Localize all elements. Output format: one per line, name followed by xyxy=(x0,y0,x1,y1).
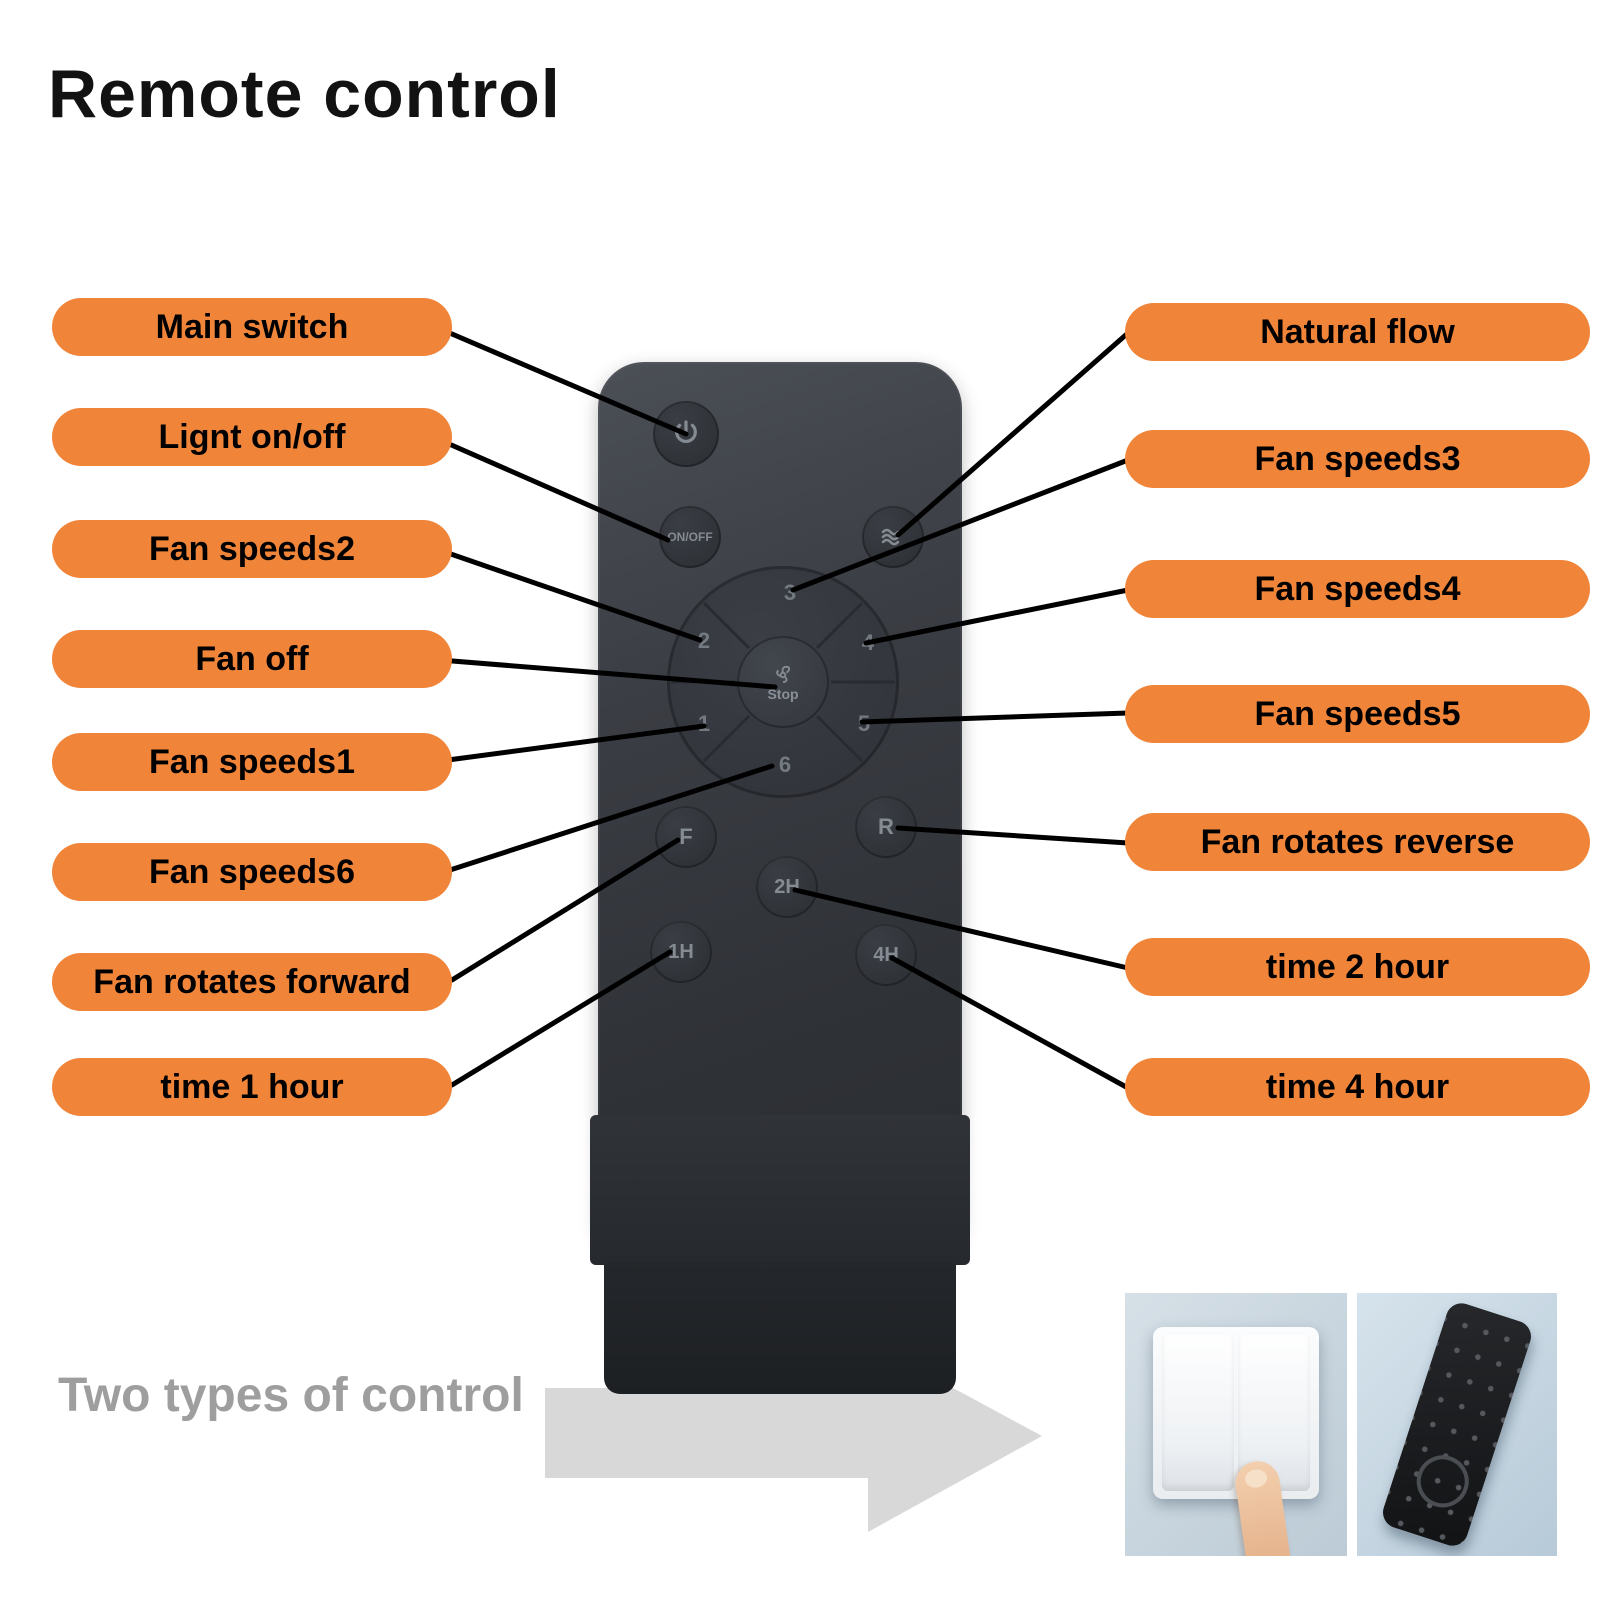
callout-fan-speeds4: Fan speeds4 xyxy=(1125,560,1590,618)
fan-forward-label: F xyxy=(679,824,693,849)
fan-forward-button: F xyxy=(655,806,717,868)
callout-fan-speeds1: Fan speeds1 xyxy=(52,733,452,791)
power-icon xyxy=(675,420,697,444)
dpad-speed2: 2 xyxy=(697,628,711,653)
light-onoff-button: ON/OFF xyxy=(659,506,721,568)
remote-holder-bottom xyxy=(604,1262,956,1394)
timer-4h-label: 4H xyxy=(873,943,899,966)
mini-remote-body xyxy=(1378,1299,1536,1550)
callout-natural-flow: Natural flow xyxy=(1125,303,1590,361)
timer-4h-button: 4H xyxy=(855,924,917,986)
mini-remote-dpad xyxy=(1409,1448,1476,1515)
dpad-speed5: 5 xyxy=(857,711,871,736)
dpad-speed3: 3 xyxy=(783,580,797,605)
page-title: Remote control xyxy=(48,56,561,132)
callout-fan-speeds5: Fan speeds5 xyxy=(1125,685,1590,743)
timer-2h-button: 2H xyxy=(756,856,818,918)
callout-fan-rotates-reverse: Fan rotates reverse xyxy=(1125,813,1590,871)
light-onoff-label: ON/OFF xyxy=(667,530,713,544)
callout-light-onoff: Lignt on/off xyxy=(52,408,452,466)
callout-fan-speeds6: Fan speeds6 xyxy=(52,843,452,901)
fan-icon xyxy=(776,665,791,683)
timer-1h-button: 1H xyxy=(650,921,712,983)
handheld-remote-image xyxy=(1357,1293,1557,1556)
fan-speed-dpad: 3 2 4 1 5 6 Stop xyxy=(667,566,899,798)
callout-time-1-hour: time 1 hour xyxy=(52,1058,452,1116)
remote-holder-top xyxy=(590,1115,970,1265)
fan-stop-button: Stop xyxy=(737,636,829,728)
callout-fan-speeds3: Fan speeds3 xyxy=(1125,430,1590,488)
callout-time-2-hour: time 2 hour xyxy=(1125,938,1590,996)
fingernail xyxy=(1243,1468,1269,1490)
callout-fan-rotates-forward: Fan rotates forward xyxy=(52,953,452,1011)
callout-time-4-hour: time 4 hour xyxy=(1125,1058,1590,1116)
footer-caption: Two types of control xyxy=(58,1369,524,1422)
power-button xyxy=(653,401,719,467)
timer-1h-label: 1H xyxy=(668,940,694,963)
dpad-speed6: 6 xyxy=(778,752,792,777)
callout-fan-off: Fan off xyxy=(52,630,452,688)
fan-reverse-button: R xyxy=(855,796,917,858)
natural-flow-button xyxy=(862,506,924,568)
timer-2h-label: 2H xyxy=(774,875,800,898)
callout-fan-speeds2: Fan speeds2 xyxy=(52,520,452,578)
waves-icon xyxy=(881,528,900,546)
wall-switch-image xyxy=(1125,1293,1347,1556)
fan-reverse-label: R xyxy=(878,814,894,839)
wall-switch-plate xyxy=(1153,1327,1319,1499)
wall-switch-rocker-left xyxy=(1162,1335,1234,1491)
dpad-speed4: 4 xyxy=(861,630,875,655)
fan-stop-label: Stop xyxy=(767,685,799,702)
dpad-speed1: 1 xyxy=(697,711,711,736)
callout-main-switch: Main switch xyxy=(52,298,452,356)
